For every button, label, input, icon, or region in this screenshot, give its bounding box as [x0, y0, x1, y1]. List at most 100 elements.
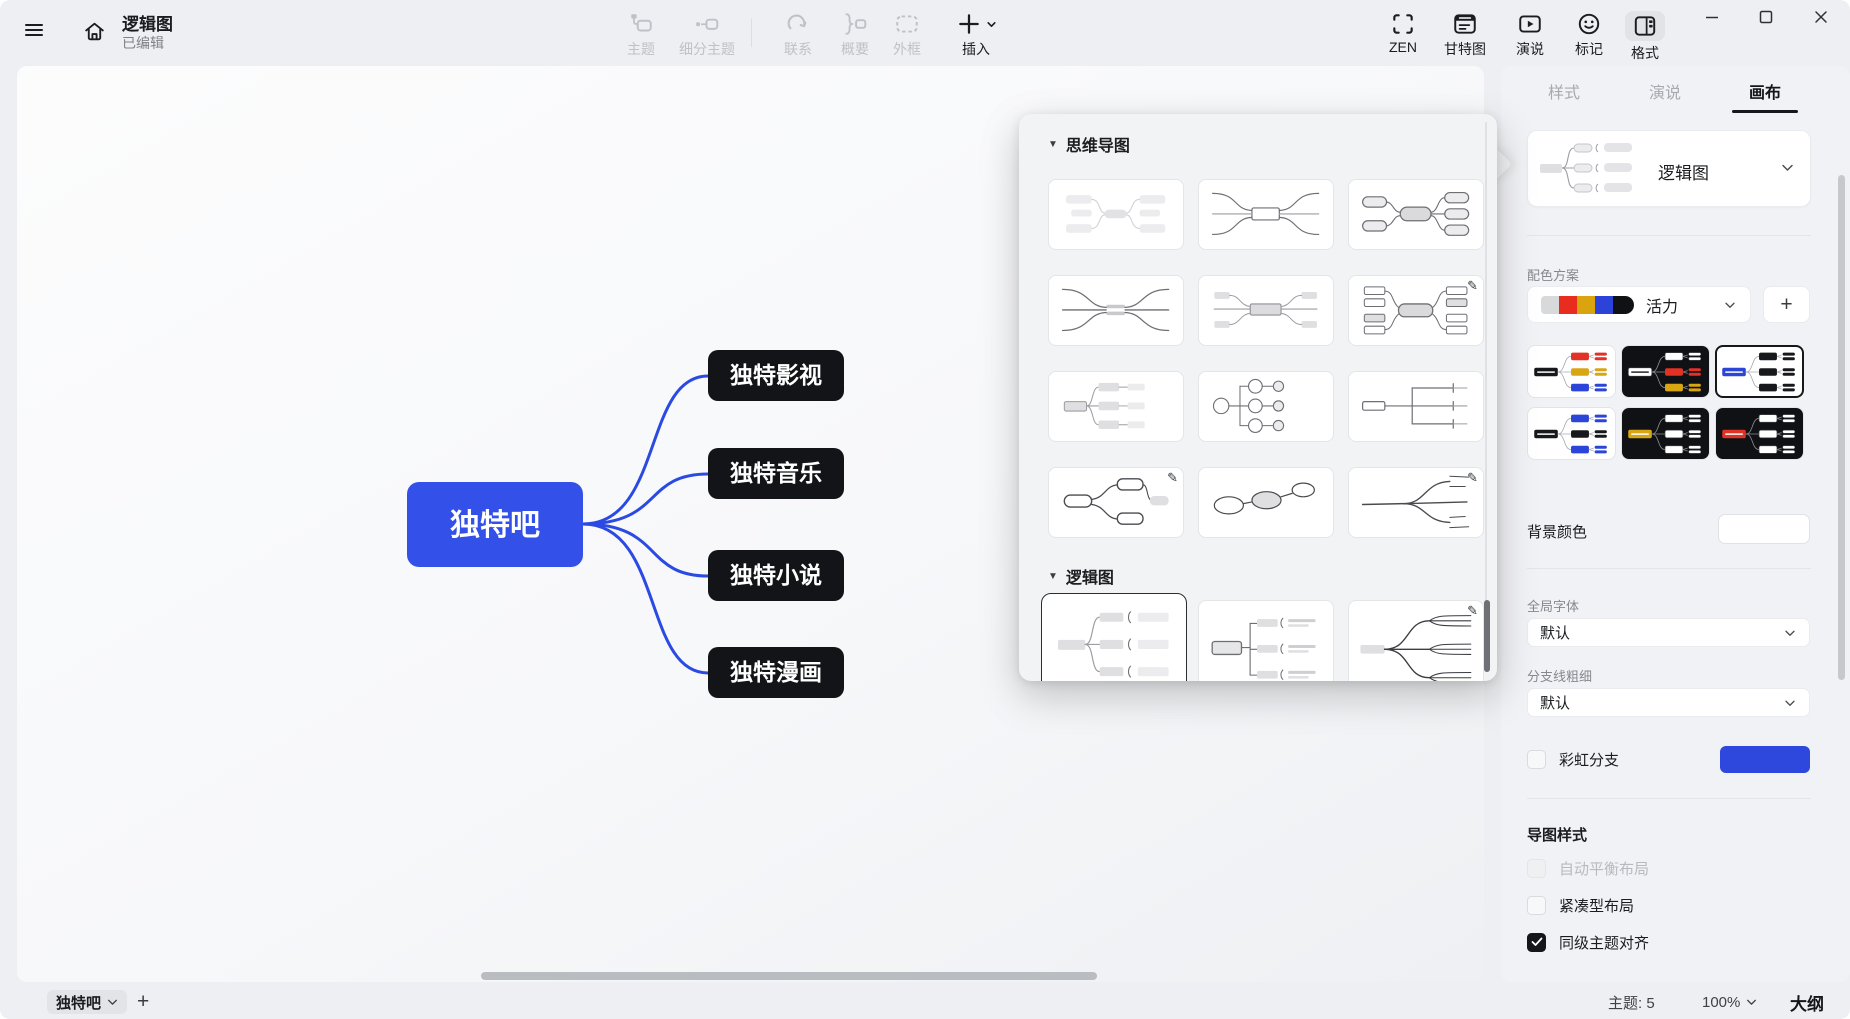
theme-card-5[interactable] — [1621, 407, 1710, 460]
insert-label: 插入 — [962, 41, 990, 57]
popup-scrollbar-thumb[interactable] — [1484, 600, 1490, 672]
document-title: 逻辑图 — [122, 15, 173, 34]
chevron-down-icon — [1782, 164, 1793, 171]
global-font-select[interactable]: 默认 — [1527, 618, 1810, 647]
gantt-label: 甘特图 — [1444, 41, 1486, 57]
rainbow-branch-checkbox[interactable] — [1527, 749, 1546, 769]
template-mindmap-6[interactable]: ✎ — [1348, 275, 1484, 346]
outline-button[interactable]: 大纲 — [1790, 994, 1824, 1014]
section-title: 逻辑图 — [1065, 570, 1114, 587]
template-logic-2[interactable] — [1198, 600, 1334, 681]
boundary-label: 外框 — [893, 41, 921, 57]
main-topic[interactable]: 独特音乐 — [708, 448, 844, 499]
map-style-checkbox-2[interactable] — [1527, 895, 1546, 915]
presentation-button[interactable]: 演说 — [1482, 11, 1578, 59]
template-mindmap-4[interactable] — [1048, 275, 1184, 346]
theme-card-6[interactable] — [1715, 407, 1804, 460]
relationship-button[interactable]: 联系 — [750, 11, 846, 59]
map-style-checkbox-3[interactable] — [1527, 932, 1546, 952]
template-mindmap-9[interactable] — [1348, 371, 1484, 442]
insert-button[interactable]: 插入 — [928, 11, 1024, 59]
main-topic[interactable]: 独特小说 — [708, 550, 844, 601]
summary-button[interactable]: 概要 — [807, 11, 903, 59]
tab-presentation[interactable]: 演说 — [1648, 85, 1681, 102]
template-mindmap-3[interactable] — [1348, 179, 1484, 250]
maximize-button[interactable] — [1750, 2, 1782, 32]
template-mindmap-11[interactable] — [1198, 467, 1334, 538]
zen-mode-button[interactable]: ZEN — [1355, 11, 1451, 55]
template-mindmap-7[interactable] — [1048, 371, 1184, 442]
structure-value: 逻辑图 — [1658, 164, 1709, 183]
zoom-control[interactable]: 100% — [1702, 985, 1757, 1019]
markers-label: 标记 — [1575, 41, 1603, 57]
template-mindmap-1[interactable] — [1048, 179, 1184, 250]
section-title: 思维导图 — [1065, 138, 1130, 155]
global-font-label: 全局字体 — [1527, 599, 1580, 614]
template-logic-1[interactable] — [1041, 593, 1187, 681]
sheet-tab[interactable]: 独特吧 — [47, 990, 128, 1014]
popup-scrollbar-track[interactable] — [1485, 122, 1487, 672]
format-button[interactable]: 格式 — [1597, 11, 1693, 63]
rainbow-branch-label: 彩虹分支 — [1559, 751, 1620, 769]
theme-card-4[interactable] — [1527, 407, 1616, 460]
topic-icon — [631, 14, 652, 32]
branch-width-select[interactable]: 默认 — [1527, 688, 1810, 717]
theme-card-1[interactable] — [1527, 345, 1616, 398]
color-scheme-select[interactable]: 活力 — [1527, 286, 1751, 323]
hamburger-menu-button[interactable] — [18, 14, 50, 46]
markers-button[interactable]: 标记 — [1541, 11, 1637, 59]
section-header-mindmap[interactable]: ▼ 思维导图 — [1048, 132, 1130, 156]
theme-card-2[interactable] — [1621, 345, 1710, 398]
boundary-button[interactable]: 外框 — [859, 11, 955, 59]
topic-button[interactable]: 主题 — [593, 11, 689, 59]
template-mindmap-5[interactable] — [1198, 275, 1334, 346]
template-mindmap-2[interactable] — [1198, 179, 1334, 250]
map-style-checkbox-1[interactable] — [1527, 858, 1546, 878]
branch-color-button[interactable] — [1720, 746, 1810, 773]
template-mindmap-10[interactable]: ✎ — [1048, 467, 1184, 538]
branch-line — [581, 522, 710, 675]
toolbar-divider — [751, 19, 752, 47]
popup-body: ▼ 思维导图 ✎ ✎ ✎ ▼ 逻辑图 ✎ — [1019, 114, 1497, 681]
root-topic[interactable]: 独特吧 — [407, 482, 583, 567]
chevron-down-icon — [1747, 999, 1757, 1005]
main-topic[interactable]: 独特漫画 — [708, 647, 844, 698]
main-topic[interactable]: 独特影视 — [708, 350, 844, 401]
section-header-logic[interactable]: ▼ 逻辑图 — [1048, 564, 1114, 588]
sidebar-scrollbar[interactable] — [1838, 175, 1845, 680]
structure-selector[interactable]: 逻辑图 — [1527, 130, 1811, 207]
minimize-button[interactable] — [1696, 2, 1728, 32]
background-color-swatch[interactable] — [1718, 514, 1810, 544]
subtopic-button[interactable]: 细分主题 — [659, 11, 755, 59]
relationship-icon — [787, 14, 807, 30]
branch-line — [581, 472, 710, 526]
format-active-highlight — [1625, 11, 1665, 41]
map-style-row: 同级主题对齐 — [1527, 928, 1649, 956]
gantt-button[interactable]: 甘特图 — [1417, 11, 1513, 59]
chevron-down-icon — [1785, 630, 1795, 636]
template-logic-3[interactable]: ✎ — [1348, 600, 1484, 681]
home-button[interactable] — [78, 15, 110, 47]
zen-icon — [1393, 14, 1413, 34]
add-sheet-button[interactable]: + — [137, 990, 150, 1013]
svg-text:独特漫画: 独特漫画 — [730, 659, 822, 685]
close-button[interactable] — [1805, 2, 1837, 32]
document-status: 已编辑 — [122, 35, 164, 51]
presentation-label: 演说 — [1516, 41, 1544, 57]
svg-text:独特吧: 独特吧 — [450, 509, 540, 542]
map-style-title: 导图样式 — [1527, 827, 1588, 844]
format-sidebar: 样式 演说 画布 逻辑图 配色方案 活力 — [1501, 66, 1850, 982]
topic-count: 主题: 5 — [1608, 994, 1655, 1012]
chevron-down-icon — [986, 21, 996, 27]
pencil-icon: ✎ — [1167, 470, 1178, 485]
template-mindmap-12[interactable]: ✎ — [1348, 467, 1484, 538]
tab-canvas[interactable]: 画布 — [1748, 85, 1781, 102]
color-scheme-value: 活力 — [1646, 298, 1679, 316]
check-icon — [1531, 937, 1542, 946]
add-color-scheme-button[interactable]: + — [1763, 286, 1810, 323]
color-scheme-swatches — [1541, 295, 1634, 314]
template-mindmap-8[interactable] — [1198, 371, 1334, 442]
theme-card-3[interactable] — [1715, 345, 1804, 398]
tab-style[interactable]: 样式 — [1547, 85, 1580, 102]
horizontal-scrollbar[interactable] — [481, 972, 1097, 980]
